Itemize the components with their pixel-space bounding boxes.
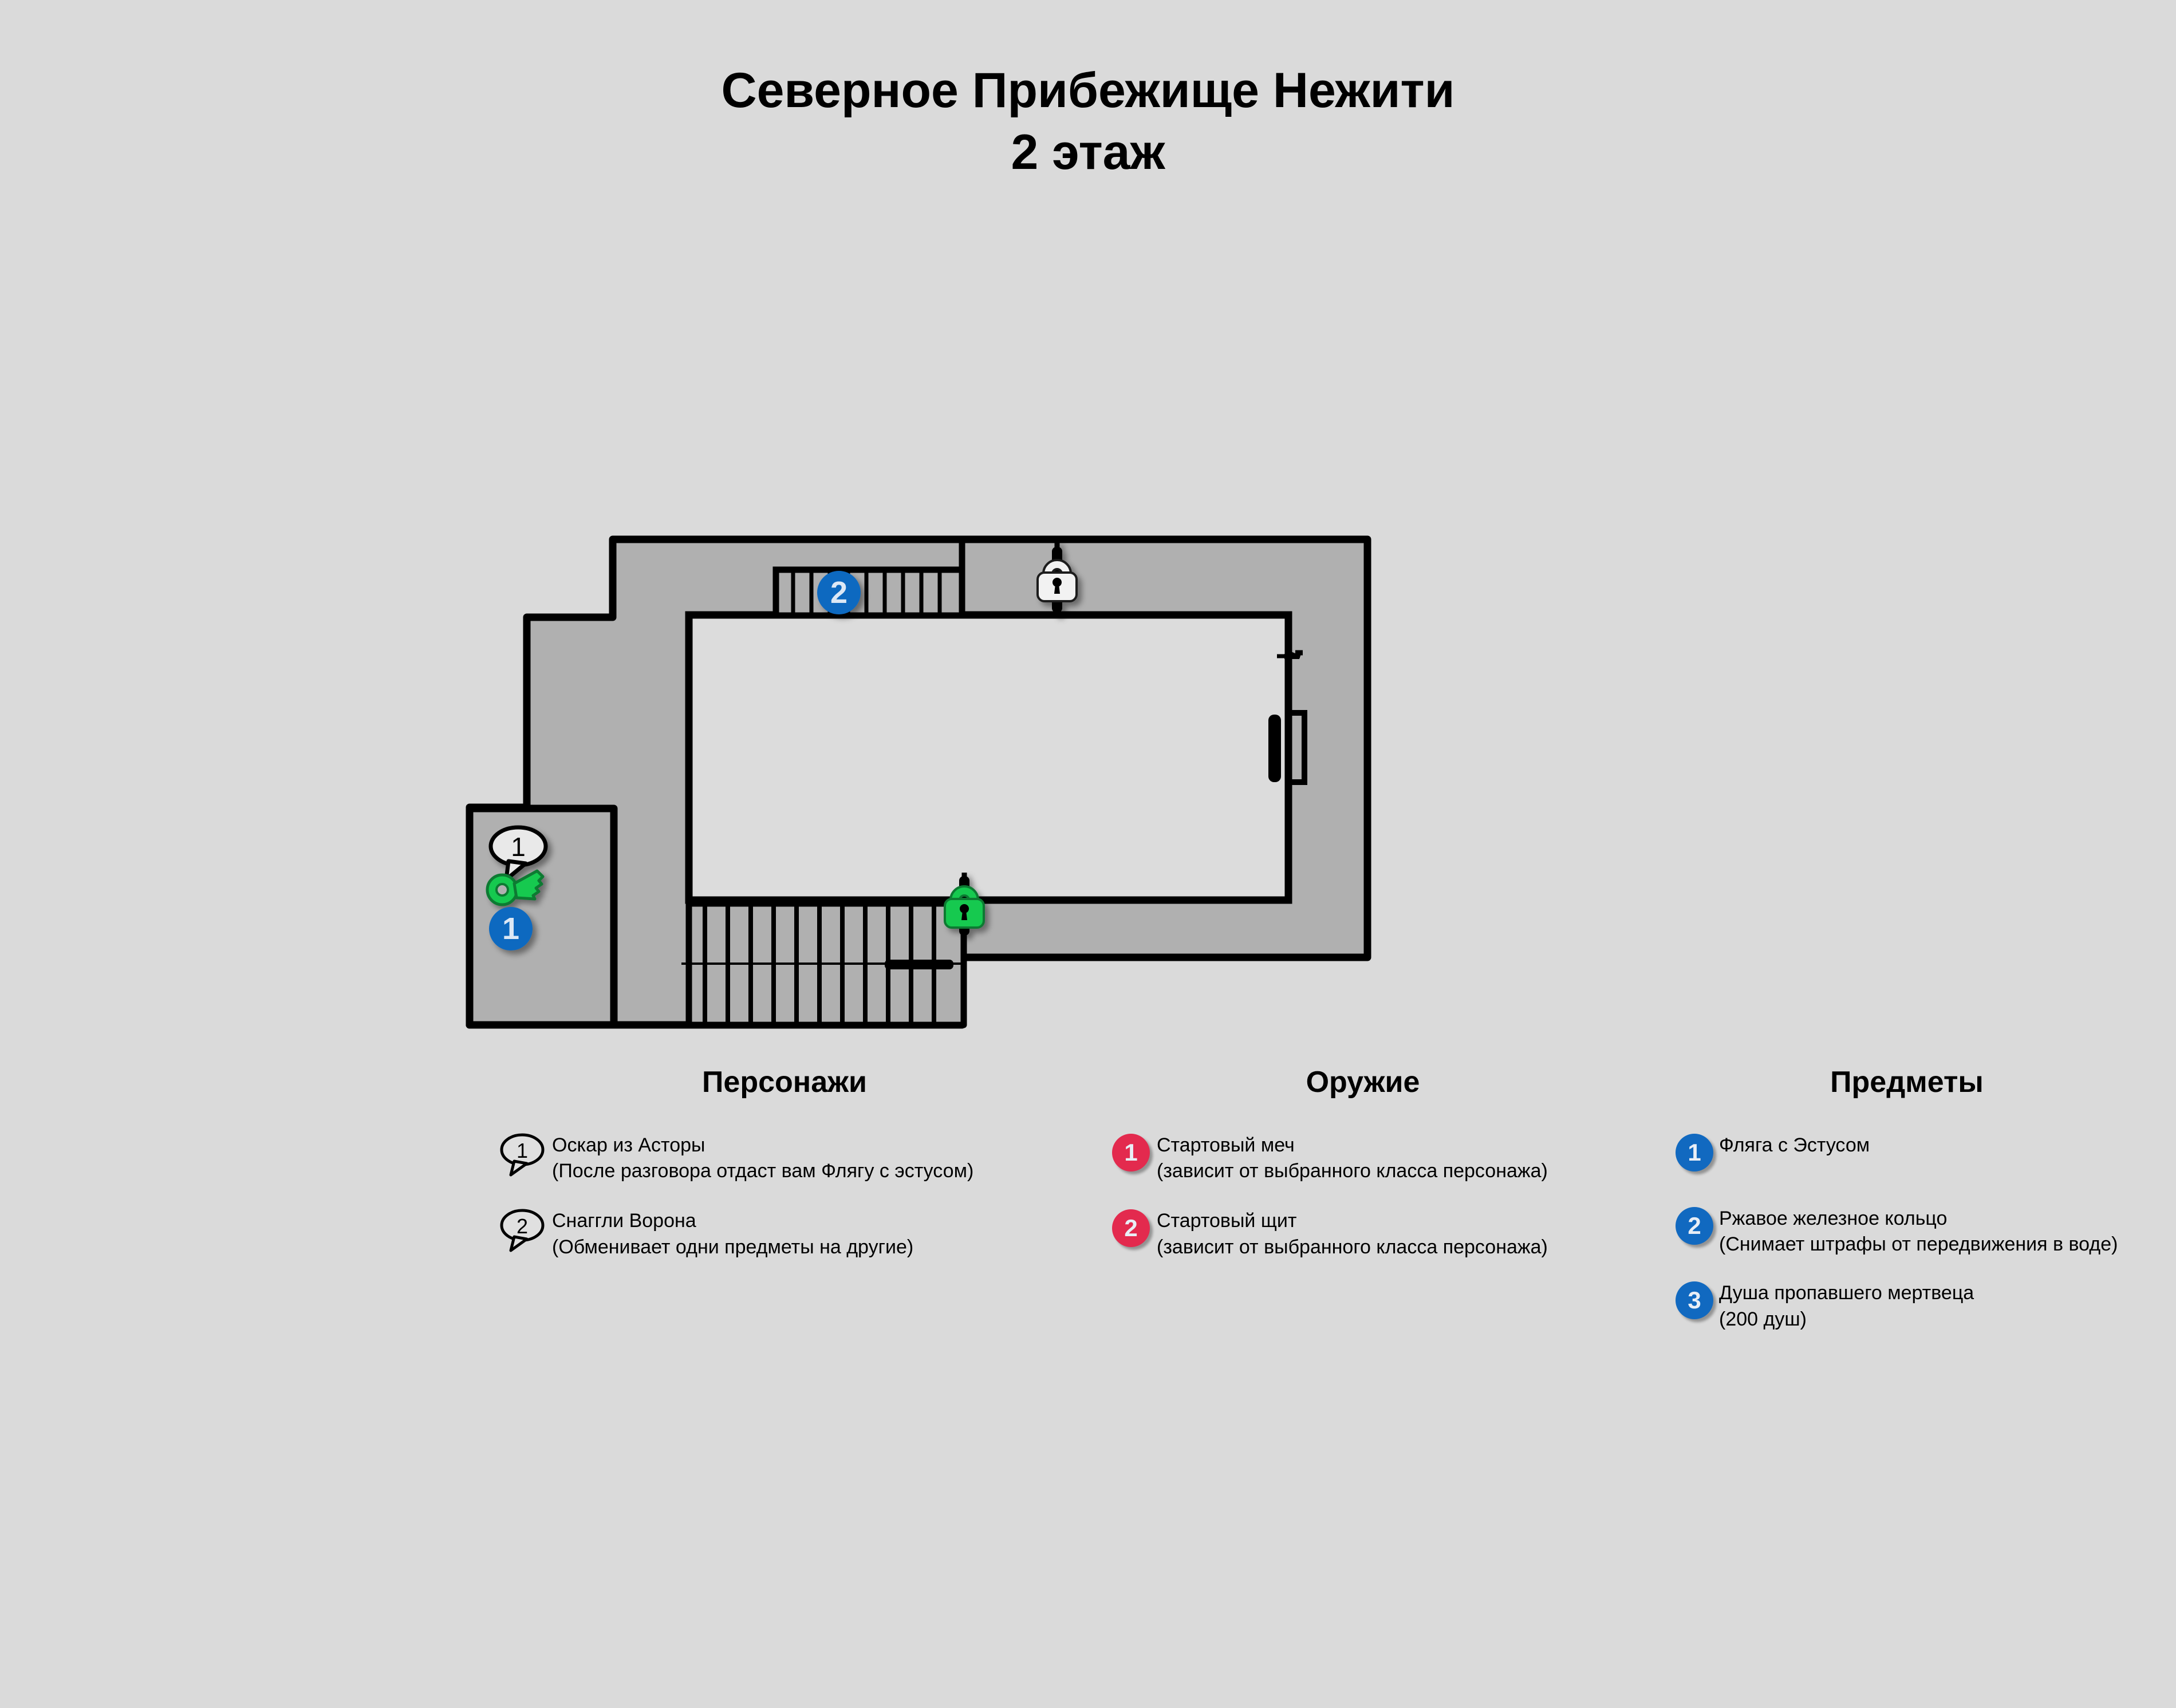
stairs-upper <box>772 566 965 619</box>
legend-marker-character-2-label: 2 <box>517 1214 528 1238</box>
legend-heading-characters: Персонажи <box>702 1066 867 1099</box>
blue-circle-icon: 1 <box>1676 1134 1713 1171</box>
stairs-lower <box>681 900 967 1028</box>
map-marker-item-2-label: 2 <box>830 575 847 610</box>
lower-left-room <box>466 804 618 1029</box>
speech-bubble-icon: 2 <box>498 1206 547 1255</box>
legend-heading-items: Предметы <box>1830 1066 1984 1099</box>
legend-marker-character-1: 1 <box>498 1130 547 1180</box>
legend-column-weapons: Оружие 1 Стартовый меч (зависит от выбра… <box>1088 1065 1638 1282</box>
legend-marker-object-3: 3 <box>1672 1278 1717 1327</box>
map-marker-item-1[interactable]: 1 <box>489 907 533 950</box>
legend-heading-weapons: Оружие <box>1306 1066 1420 1099</box>
legend-note-object-2: (Снимает штрафы от передвижения в воде) <box>1719 1233 2118 1256</box>
central-hall-room <box>685 611 1292 904</box>
legend-name-object-3: Душа пропавшего мертвеца <box>1719 1282 1974 1304</box>
legend-text-object-3: Душа пропавшего мертвеца (200 душ) <box>1719 1278 1974 1332</box>
map-marker-npc-1-label: 1 <box>511 832 526 862</box>
lock-green-icon <box>944 873 985 936</box>
legend-text-object-1: Фляга с Эстусом <box>1719 1130 1870 1158</box>
legend-text-character-1: Оскар из Асторы (После разговора отдаст … <box>552 1130 973 1184</box>
legend-marker-character-2: 2 <box>498 1206 547 1255</box>
legend-item-object-3[interactable]: 3 Душа пропавшего мертвеца (200 душ) <box>1672 1278 2176 1332</box>
title-line-1: Северное Прибежище Нежити <box>721 63 1455 118</box>
title-line-2: 2 этаж <box>1011 124 1165 180</box>
legend-name-object-1: Фляга с Эстусом <box>1719 1134 1870 1156</box>
legend-name-weapon-1: Стартовый меч <box>1157 1134 1295 1156</box>
legend-note-object-3: (200 душ) <box>1719 1308 1807 1330</box>
crimson-circle-icon: 2 <box>1112 1209 1150 1248</box>
legend-text-weapon-2: Стартовый щит (зависит от выбранного кла… <box>1157 1206 1548 1260</box>
legend-rows-characters: 1 Оскар из Асторы (После разговора отдас… <box>498 1130 1088 1260</box>
map-marker-item-2[interactable]: 2 <box>817 571 861 614</box>
blue-circle-icon: 2 <box>1676 1207 1713 1245</box>
legend-name-character-1: Оскар из Асторы <box>552 1134 705 1156</box>
legend-text-weapon-1: Стартовый меч (зависит от выбранного кла… <box>1157 1130 1548 1184</box>
legend-item-weapon-1[interactable]: 1 Стартовый меч (зависит от выбранного к… <box>1109 1130 1638 1184</box>
right-door-detail <box>1268 650 1307 785</box>
legend-column-items: Предметы 1 Фляга с Эстусом 2 Ржавое желе… <box>1638 1065 2176 1353</box>
legend-item-object-2[interactable]: 2 Ржавое железное кольцо (Снимает штрафы… <box>1672 1204 2176 1257</box>
legend: Персонажи 1 Оскар из Асторы (После разго… <box>0 1065 2176 1409</box>
legend-marker-object-2: 2 <box>1672 1204 1717 1253</box>
legend-text-character-2: Снаггли Ворона (Обменивает одни предметы… <box>552 1206 913 1260</box>
legend-text-object-2: Ржавое железное кольцо (Снимает штрафы о… <box>1719 1204 2118 1257</box>
legend-name-character-2: Снаггли Ворона <box>552 1210 696 1232</box>
map-marker-item-1-label: 1 <box>502 912 519 946</box>
legend-note-weapon-1: (зависит от выбранного класса персонажа) <box>1157 1160 1548 1182</box>
legend-marker-character-1-label: 1 <box>517 1139 528 1162</box>
legend-rows-weapons: 1 Стартовый меч (зависит от выбранного к… <box>1109 1130 1638 1260</box>
building-outline <box>466 535 1371 1029</box>
legend-marker-object-1: 1 <box>1672 1130 1717 1180</box>
speech-bubble-icon: 1 <box>498 1130 547 1180</box>
legend-item-object-1[interactable]: 1 Фляга с Эстусом <box>1672 1130 2176 1183</box>
blue-circle-icon: 3 <box>1676 1281 1713 1320</box>
legend-item-character-2[interactable]: 2 Снаггли Ворона (Обменивает одни предме… <box>498 1206 1088 1260</box>
map-key-icon <box>486 869 545 906</box>
legend-column-characters: Персонажи 1 Оскар из Асторы (После разго… <box>481 1065 1088 1282</box>
legend-note-weapon-2: (зависит от выбранного класса персонажа) <box>1157 1236 1548 1258</box>
legend-item-weapon-2[interactable]: 2 Стартовый щит (зависит от выбранного к… <box>1109 1206 1638 1260</box>
legend-marker-weapon-1: 1 <box>1109 1130 1154 1180</box>
legend-marker-weapon-2: 2 <box>1109 1206 1154 1255</box>
lock-white-icon <box>1036 541 1078 615</box>
page-title: Северное Прибежище Нежити 2 этаж <box>0 60 2176 183</box>
legend-item-character-1[interactable]: 1 Оскар из Асторы (После разговора отдас… <box>498 1130 1088 1184</box>
legend-name-object-2: Ржавое железное кольцо <box>1719 1208 1948 1229</box>
legend-note-character-2: (Обменивает одни предметы на другие) <box>552 1236 914 1258</box>
crimson-circle-icon: 1 <box>1112 1134 1150 1171</box>
legend-note-character-1: (После разговора отдаст вам Флягу с эсту… <box>552 1160 974 1182</box>
legend-rows-items: 1 Фляга с Эстусом 2 Ржавое железное коль… <box>1672 1130 2176 1332</box>
legend-name-weapon-2: Стартовый щит <box>1157 1210 1297 1232</box>
map-marker-npc-1[interactable]: 1 <box>488 825 548 882</box>
